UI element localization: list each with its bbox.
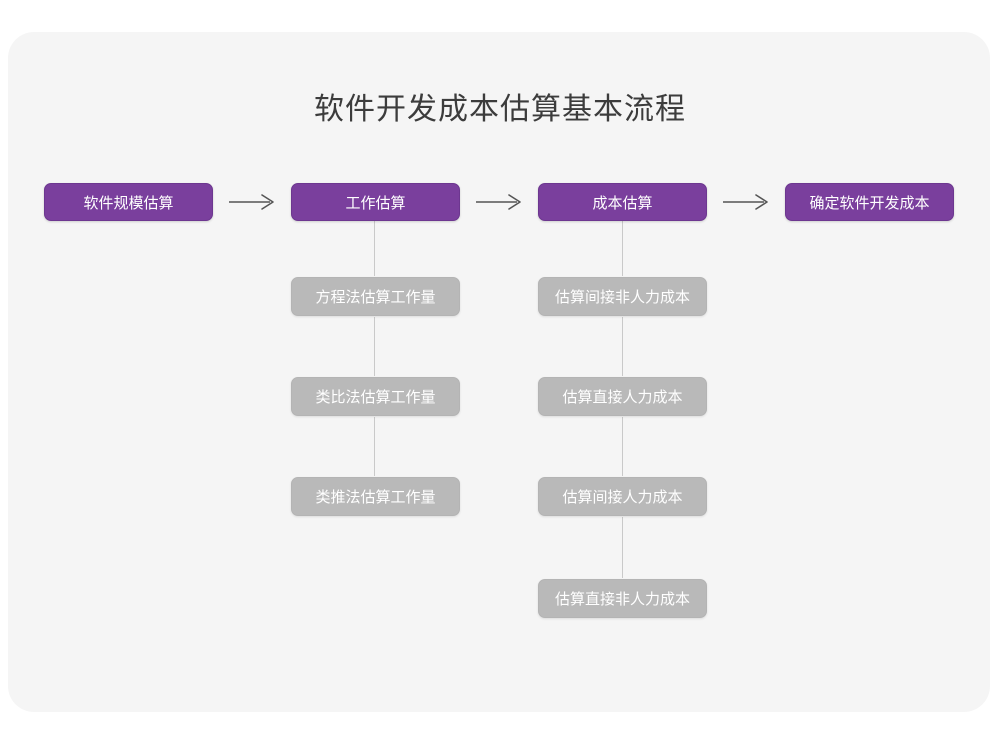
connector-direct-labor-to-indirect-labor bbox=[622, 417, 623, 476]
diagram-card bbox=[8, 32, 990, 712]
arrow-right-icon-3 bbox=[722, 192, 770, 212]
connector-equation-to-analogy bbox=[374, 317, 375, 376]
node-analogy-method[interactable]: 类比法估算工作量 bbox=[291, 377, 460, 416]
node-indirect-nonlabor[interactable]: 估算间接非人力成本 bbox=[538, 277, 707, 316]
node-indirect-labor[interactable]: 估算间接人力成本 bbox=[538, 477, 707, 516]
connector-work-to-equation bbox=[374, 221, 375, 276]
node-inference-method[interactable]: 类推法估算工作量 bbox=[291, 477, 460, 516]
node-equation-method[interactable]: 方程法估算工作量 bbox=[291, 277, 460, 316]
node-determine-dev-cost[interactable]: 确定软件开发成本 bbox=[785, 183, 954, 221]
node-direct-nonlabor[interactable]: 估算直接非人力成本 bbox=[538, 579, 707, 618]
connector-analogy-to-inference bbox=[374, 417, 375, 476]
arrow-right-icon-1 bbox=[228, 192, 276, 212]
node-cost-estimation[interactable]: 成本估算 bbox=[538, 183, 707, 221]
connector-cost-to-indirect-nonlabor bbox=[622, 221, 623, 276]
node-work-estimation[interactable]: 工作估算 bbox=[291, 183, 460, 221]
connector-indirect-labor-to-direct-nonlabor bbox=[622, 517, 623, 578]
node-software-scale-estimation[interactable]: 软件规模估算 bbox=[44, 183, 213, 221]
arrow-right-icon-2 bbox=[475, 192, 523, 212]
node-direct-labor[interactable]: 估算直接人力成本 bbox=[538, 377, 707, 416]
page-title: 软件开发成本估算基本流程 bbox=[314, 93, 686, 126]
connector-indirect-nonlabor-to-direct-labor bbox=[622, 317, 623, 376]
